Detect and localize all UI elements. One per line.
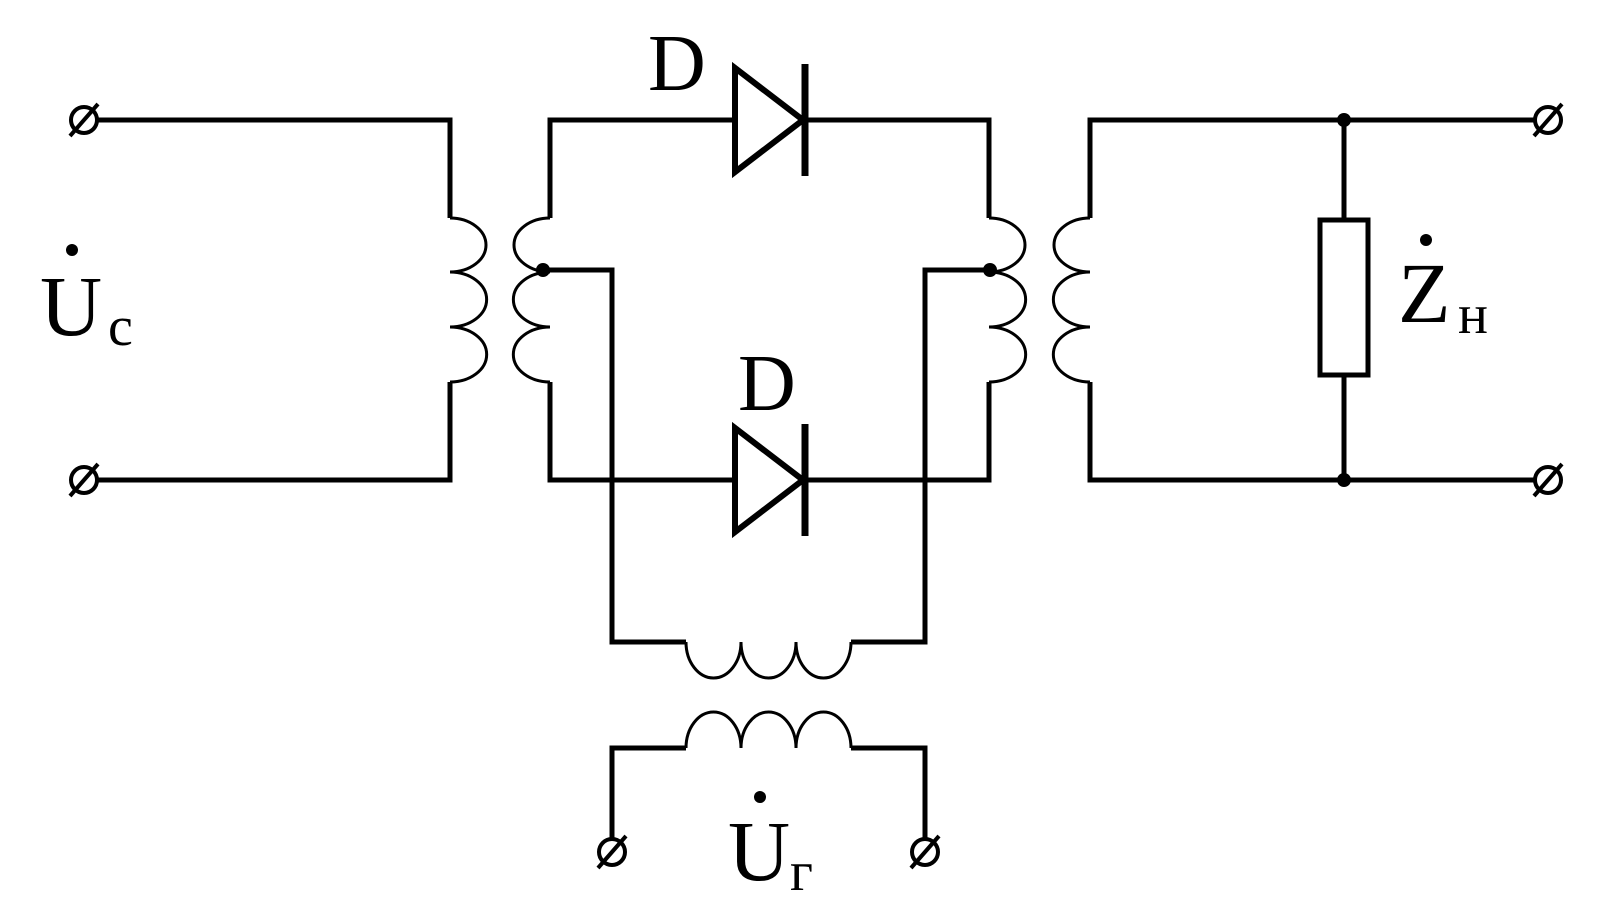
load-phasor-dot xyxy=(1420,234,1432,246)
local-oscillator-label: U г xyxy=(728,791,813,903)
input-voltage-phasor-dot xyxy=(66,244,78,256)
lo-subscript: г xyxy=(790,841,813,903)
lo-transformer-lower-coil xyxy=(684,710,853,749)
load-symbol: Z xyxy=(1398,245,1451,341)
ring-bottom-wire xyxy=(547,382,735,483)
terminal-output-bottom xyxy=(1532,462,1564,498)
left-center-tap-wire xyxy=(545,267,686,645)
lo-circuit xyxy=(609,745,928,852)
input-top-wire xyxy=(84,117,453,218)
input-circuit xyxy=(84,117,453,483)
terminal-input-top xyxy=(68,102,100,138)
output-top-wire xyxy=(1087,117,1548,218)
input-bottom-wire xyxy=(84,382,453,483)
input-voltage-subscript: c xyxy=(108,296,133,358)
diode-ring-wiring xyxy=(545,117,994,645)
terminal-lo-left xyxy=(596,834,628,870)
load-label: Z н xyxy=(1398,234,1488,346)
terminal-output-top xyxy=(1532,102,1564,138)
output-bottom-node xyxy=(1337,473,1351,487)
lo-transformer-upper-coil xyxy=(684,641,853,680)
lo-left-wire xyxy=(609,745,686,852)
lo-symbol: U xyxy=(728,803,790,899)
load-resistor xyxy=(1317,217,1371,378)
diode-bottom-label: D xyxy=(738,340,796,428)
ring-bottom-wire-right xyxy=(805,382,992,483)
input-transformer-secondary-coil xyxy=(511,216,551,384)
right-center-tap-node xyxy=(983,263,997,277)
diode-top xyxy=(732,61,809,179)
input-voltage-label: U c xyxy=(40,244,133,358)
terminal-lo-right xyxy=(909,834,941,870)
ring-top-wire-right xyxy=(805,117,992,218)
output-top-node xyxy=(1337,113,1351,127)
input-voltage-symbol: U xyxy=(40,258,102,354)
load-subscript: н xyxy=(1458,284,1488,346)
input-transformer-primary-coil xyxy=(449,216,489,384)
left-center-tap-node xyxy=(536,263,550,277)
lo-right-wire xyxy=(851,745,928,852)
output-transformer-secondary-coil xyxy=(1051,216,1091,384)
output-circuit xyxy=(1087,117,1548,483)
lo-phasor-dot xyxy=(754,791,766,803)
diode-top-label: D xyxy=(648,20,706,108)
right-center-tap-wire xyxy=(851,267,994,645)
diode-bottom xyxy=(732,421,809,539)
output-transformer-primary-coil xyxy=(988,216,1028,384)
ring-top-wire xyxy=(547,117,735,218)
output-bottom-wire xyxy=(1087,382,1548,483)
terminal-input-bottom xyxy=(68,462,100,498)
